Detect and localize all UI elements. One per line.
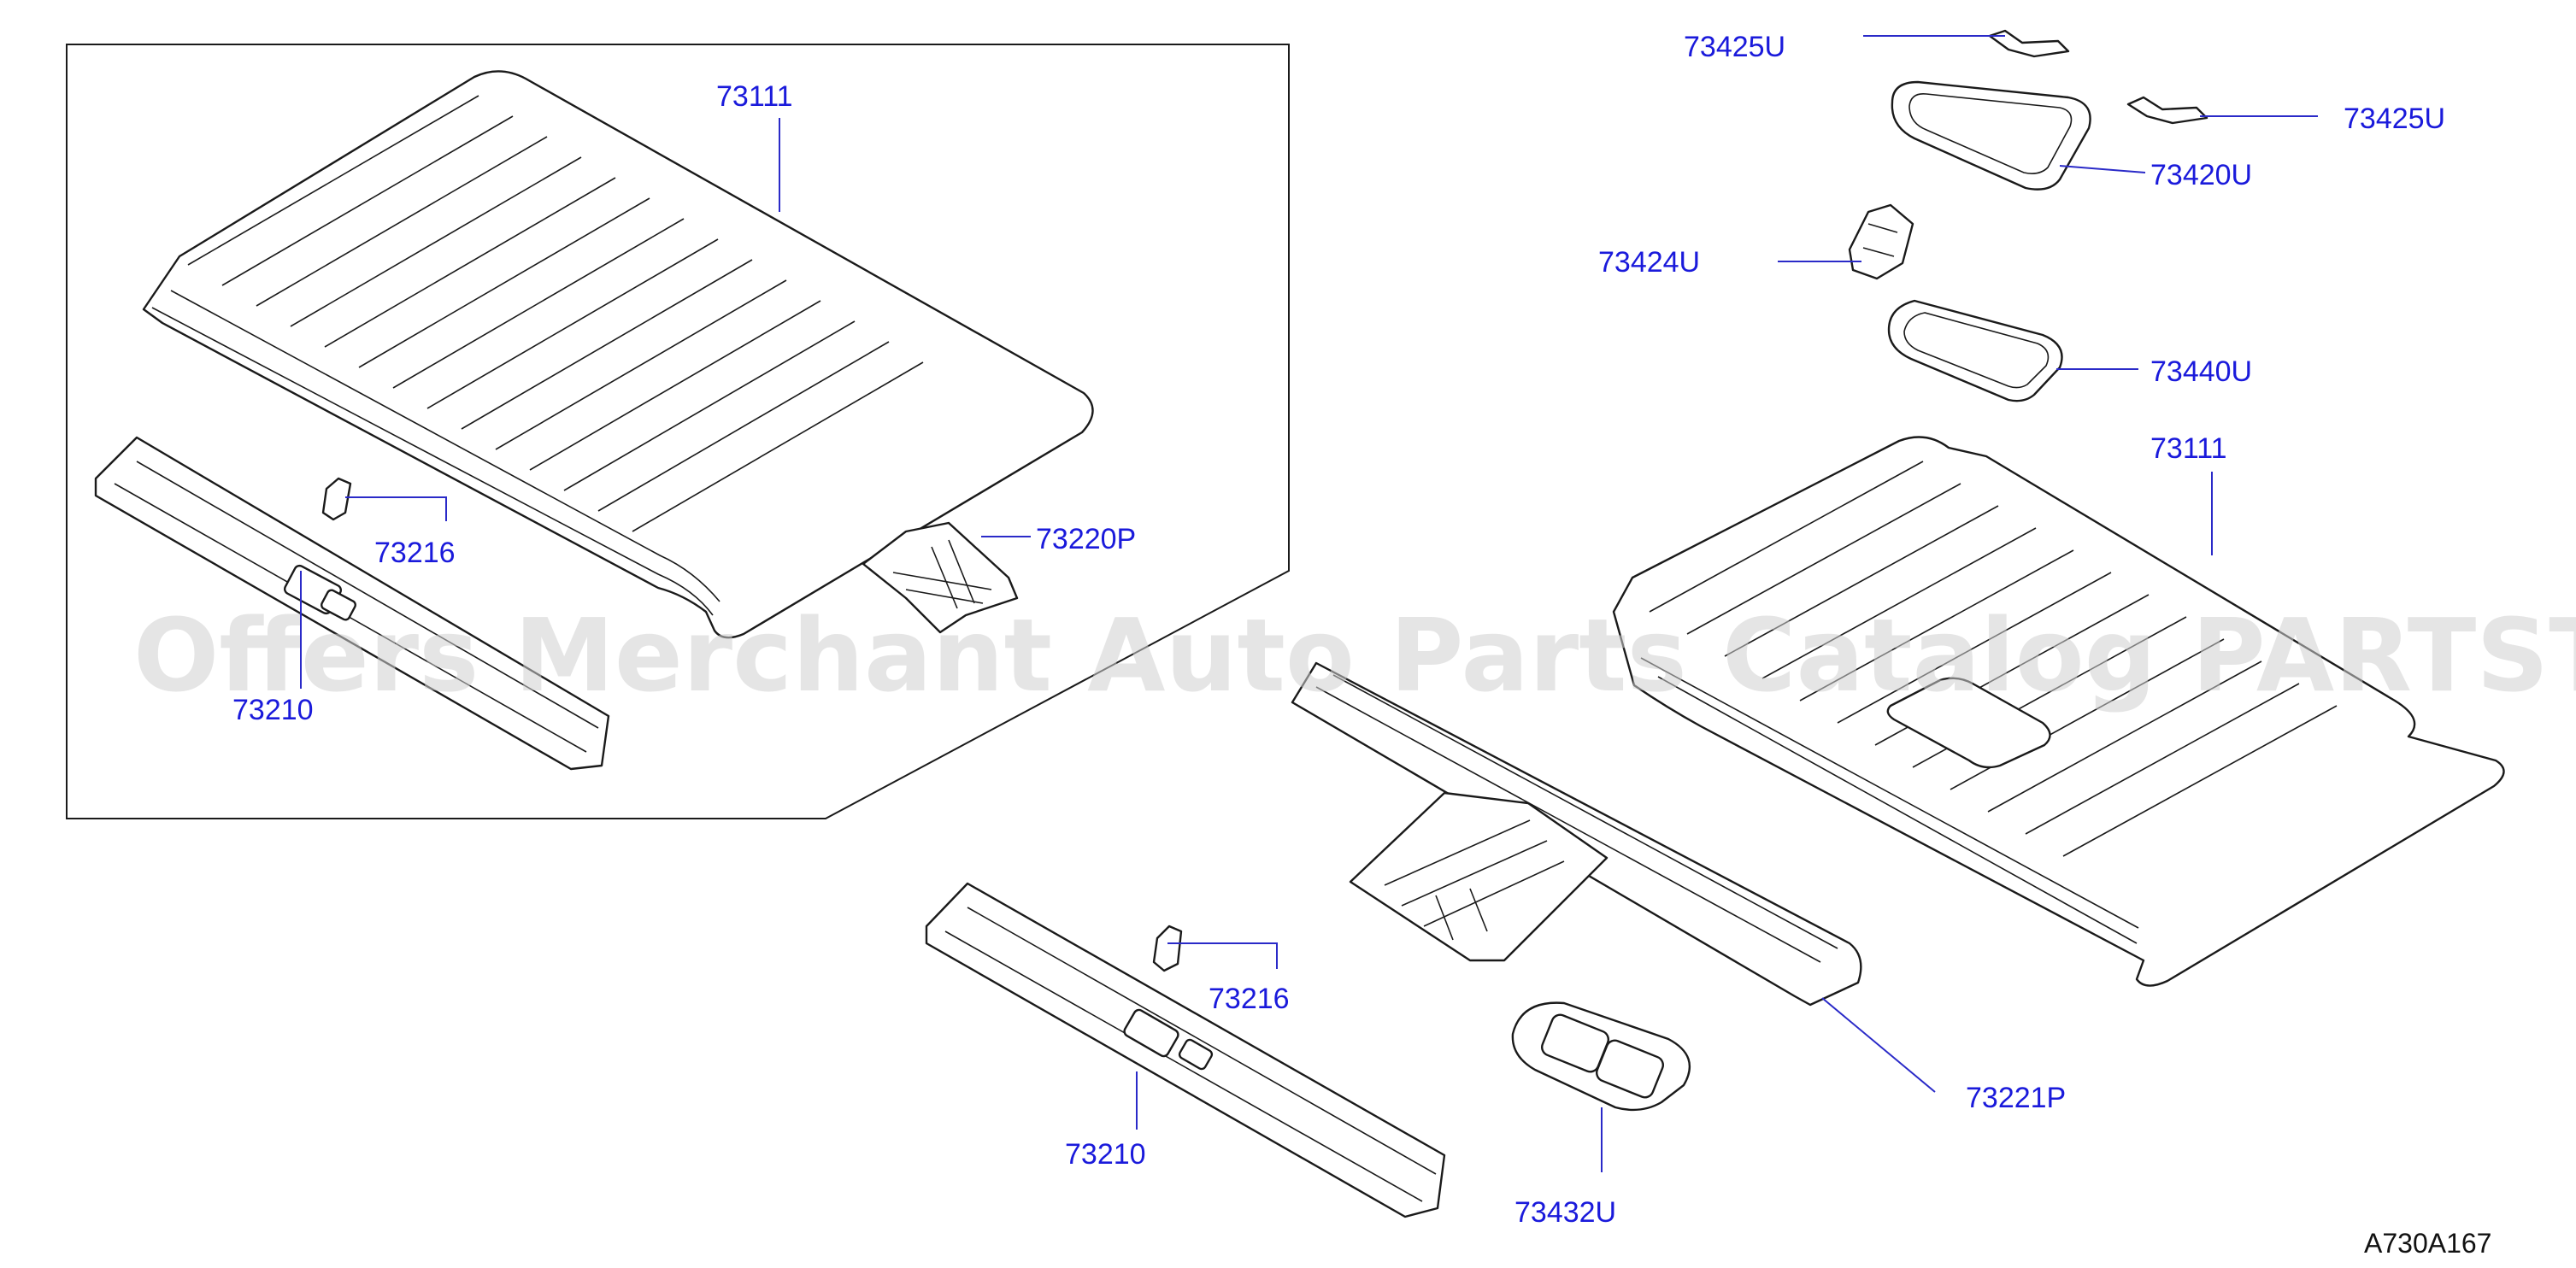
- roof-rib-line: [1987, 660, 2262, 813]
- inset-frame: [66, 44, 1290, 819]
- roof-rib-line: [529, 300, 821, 471]
- roof-rib-line: [2025, 683, 2300, 835]
- roof-rib-line: [1799, 549, 2074, 702]
- label-main-bracket[interactable]: 73216: [1209, 983, 1290, 1015]
- sunroof-frame: [1891, 80, 2091, 191]
- main-roof-panel: [1612, 436, 2505, 987]
- roof-rib-line: [1686, 483, 1961, 635]
- roof-rib-line: [461, 259, 753, 430]
- label-main-bow[interactable]: 73221P: [1966, 1082, 2066, 1114]
- roof-rib-line: [2062, 705, 2338, 857]
- label-inset-rail[interactable]: 73210: [232, 694, 314, 726]
- label-top-bracket-right[interactable]: 73425U: [2344, 103, 2445, 135]
- inset-bracket: [321, 477, 352, 521]
- label-console-base[interactable]: 73432U: [1514, 1196, 1616, 1229]
- main-bracket: [1152, 925, 1183, 972]
- leader-lines: [300, 35, 2318, 1172]
- roof-rib-line: [563, 320, 856, 491]
- roof-rib-line: [632, 361, 924, 532]
- figure-code: A730A167: [2364, 1228, 2491, 1259]
- inset-roof-rail: [94, 436, 610, 771]
- label-main-rail[interactable]: 73210: [1065, 1138, 1146, 1171]
- roof-rib-line: [221, 115, 514, 286]
- inset-roof-panel: [142, 70, 1094, 639]
- roof-rib-line: [392, 218, 685, 389]
- sunroof-seal: [1887, 299, 2063, 402]
- roof-rib-line: [358, 197, 650, 368]
- label-inset-bow[interactable]: 73220P: [1036, 523, 1136, 555]
- roof-rib-line: [495, 279, 787, 450]
- roof-rib-line: [1724, 505, 1999, 657]
- bracket-right: [2126, 96, 2208, 125]
- label-sunroof-frame[interactable]: 73420U: [2150, 159, 2252, 191]
- label-latch[interactable]: 73424U: [1598, 246, 1700, 279]
- roof-rib-line: [426, 238, 719, 409]
- main-roof-bow: [1291, 661, 1862, 1007]
- inset-roof-bow: [862, 521, 1019, 634]
- bracket-left: [1988, 29, 2070, 58]
- console-base: [1511, 1001, 1691, 1112]
- label-top-bracket-left[interactable]: 73425U: [1684, 31, 1785, 63]
- label-main-roof[interactable]: 73111: [2150, 432, 2227, 465]
- roof-rib-line: [597, 341, 890, 512]
- label-inset-roof[interactable]: 73111: [716, 80, 793, 113]
- main-roof-rail: [925, 882, 1446, 1218]
- watermark-text: Offers Merchant Auto Parts Catalog PARTS…: [133, 596, 2576, 714]
- roof-rib-line: [256, 136, 548, 307]
- label-inset-bracket[interactable]: 73216: [374, 537, 456, 569]
- label-sunroof-seal[interactable]: 73440U: [2150, 355, 2252, 388]
- latch-assembly: [1848, 203, 1914, 280]
- roof-rib-line: [187, 95, 479, 266]
- roof-rib-line: [324, 177, 616, 348]
- roof-rib-line: [1837, 572, 2112, 724]
- roof-rib-line: [1761, 527, 2037, 679]
- roof-rib-line: [290, 156, 582, 327]
- roof-rib-line: [1649, 461, 1924, 613]
